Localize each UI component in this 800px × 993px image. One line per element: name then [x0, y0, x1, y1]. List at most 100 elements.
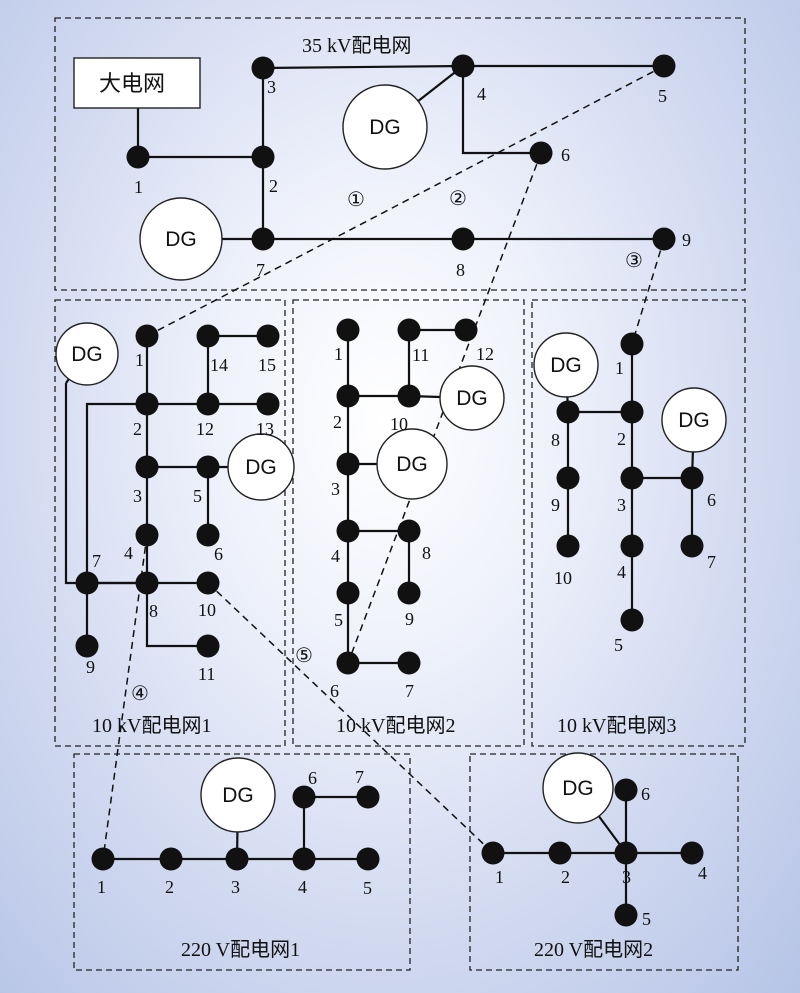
- node-label: 4: [477, 84, 486, 104]
- node-v220_1-1: [91, 847, 115, 871]
- node-mv35-9: [652, 227, 676, 251]
- node-mv35-3: [251, 56, 275, 80]
- node-lv10_2-4: [336, 519, 360, 543]
- node-label: 5: [193, 486, 202, 506]
- dg-label: DG: [245, 456, 277, 479]
- dg-label: DG: [369, 116, 401, 139]
- node-lv10_1-11: [196, 634, 220, 658]
- tie-marker-3: ③: [625, 248, 643, 272]
- dg-unit-1: [342, 84, 428, 170]
- node-label: 11: [198, 664, 215, 684]
- node-lv10_2-6: [336, 651, 360, 675]
- node-lv10_2-7: [397, 651, 421, 675]
- node-mv35-6: [529, 141, 553, 165]
- node-mv35-5: [652, 54, 676, 78]
- node-lv10_1-3: [135, 455, 159, 479]
- node-label: 4: [298, 877, 307, 897]
- dg-unit-7: [533, 332, 599, 398]
- dg-unit-6: [439, 365, 505, 431]
- dg-label: DG: [165, 228, 197, 251]
- node-label: 12: [476, 344, 494, 364]
- node-label: 10: [554, 568, 572, 588]
- node-lv10_2-9: [397, 581, 421, 605]
- node-lv10_1-1: [135, 324, 159, 348]
- node-label: 10: [198, 600, 216, 620]
- dg-unit-8: [661, 387, 727, 453]
- node-label: 2: [617, 429, 626, 449]
- node-v220_1-6: [292, 785, 316, 809]
- node-label: 5: [614, 635, 623, 655]
- node-label: 2: [165, 877, 174, 897]
- node-v220_2-4: [680, 841, 704, 865]
- node-lv10_3-6: [680, 466, 704, 490]
- node-label: 1: [495, 867, 504, 887]
- node-lv10_2-12: [454, 318, 478, 342]
- node-lv10_3-8: [556, 400, 580, 424]
- line-lv10_1-8-11: [145, 583, 208, 648]
- node-v220_2-5: [614, 903, 638, 927]
- node-label: 6: [641, 784, 650, 804]
- node-lv10_1-12: [196, 392, 220, 416]
- node-label: 5: [334, 610, 343, 630]
- dg-label: DG: [222, 784, 254, 807]
- node-lv10_3-4: [620, 534, 644, 558]
- node-mv35-2: [251, 145, 275, 169]
- dg-label: DG: [456, 387, 488, 410]
- node-mv35-8: [451, 227, 475, 251]
- node-label: 4: [331, 546, 340, 566]
- node-lv10_1-15: [256, 324, 280, 348]
- node-v220_1-2: [159, 847, 183, 871]
- node-lv10_1-10: [196, 571, 220, 595]
- node-lv10_1-4: [135, 523, 159, 547]
- node-v220_1-7: [356, 785, 380, 809]
- node-label: 3: [133, 486, 142, 506]
- node-label: 6: [214, 544, 223, 564]
- node-label: 12: [196, 419, 214, 439]
- node-lv10_3-7: [680, 534, 704, 558]
- node-v220_1-3: [225, 847, 249, 871]
- node-label: 3: [617, 495, 626, 515]
- node-lv10_2-5: [336, 581, 360, 605]
- dg-label: DG: [678, 409, 710, 432]
- node-mv35-4: [451, 54, 475, 78]
- node-label: 9: [682, 230, 691, 250]
- node-lv10_1-8: [135, 571, 159, 595]
- main-grid-box: [73, 57, 201, 109]
- node-lv10_3-5: [620, 608, 644, 632]
- node-label: 3: [331, 479, 340, 499]
- dg-unit-3: [55, 322, 119, 386]
- region-v220_2: [469, 753, 739, 971]
- node-v220_2-2: [548, 841, 572, 865]
- node-label: 15: [258, 355, 276, 375]
- node-label: 5: [642, 909, 651, 929]
- region-lv10_3: [531, 299, 746, 747]
- node-label: 4: [124, 543, 133, 563]
- node-label: 7: [707, 552, 716, 572]
- node-label: 1: [135, 350, 144, 370]
- node-label: 1: [97, 877, 106, 897]
- node-lv10_3-2: [620, 400, 644, 424]
- tie-line-1: [146, 65, 665, 337]
- node-label: 8: [422, 543, 431, 563]
- node-label: 9: [405, 609, 414, 629]
- node-label: 2: [133, 419, 142, 439]
- node-label: 3: [267, 77, 276, 97]
- node-label: 6: [330, 681, 339, 701]
- node-label: 7: [405, 681, 414, 701]
- dg-unit-9: [200, 757, 276, 833]
- node-lv10_2-8: [397, 519, 421, 543]
- node-lv10_1-14: [196, 324, 220, 348]
- node-v220_2-3: [614, 841, 638, 865]
- dg-label: DG: [396, 453, 428, 476]
- node-lv10_1-2: [135, 392, 159, 416]
- node-label: 10: [390, 414, 408, 434]
- node-label: 6: [308, 768, 317, 788]
- node-label: 8: [551, 430, 560, 450]
- tie-marker-2: ②: [449, 186, 467, 210]
- node-lv10_2-11: [397, 318, 421, 342]
- node-label: 3: [231, 877, 240, 897]
